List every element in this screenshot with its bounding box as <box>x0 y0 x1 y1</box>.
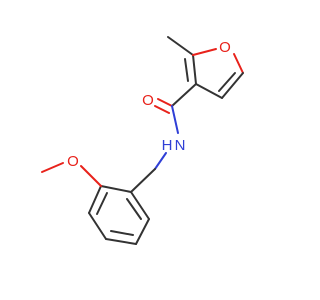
furan-oxygen-label: O <box>219 39 231 56</box>
bond-benzene-2-inner <box>96 192 108 215</box>
bond-furan-c2-o1 <box>192 48 217 56</box>
bond-benzene-1 <box>100 185 132 193</box>
bond-furan-c2-c3 <box>192 54 197 85</box>
bond-benzene-5 <box>135 218 150 245</box>
bond-carbonyl-carbon-nitrogen <box>171 105 179 134</box>
bond-furan-o1-c5 <box>233 53 244 74</box>
bond-furan-c5-c4 <box>221 72 244 99</box>
bond-carbonyl-double-2 <box>154 105 170 114</box>
carbonyl-oxygen-label: O <box>142 92 154 109</box>
bond-furan-c2-c3-inner <box>184 58 189 82</box>
amide-nitrogen-label: N <box>175 137 186 154</box>
bond-benzene-4 <box>105 238 137 245</box>
bond-benzene-3 <box>88 212 107 240</box>
bond-benzene-4-inner <box>110 230 134 236</box>
bond-benzene-6 <box>130 191 150 220</box>
bond-furan-c5-c4-inner <box>218 72 236 92</box>
bond-benzene-6-inner <box>126 198 142 220</box>
bond-benzene-methoxy-oxygen <box>80 165 102 187</box>
bond-c3-carbonyl-carbon <box>171 83 197 107</box>
bond-furan-c4-c3 <box>195 83 223 99</box>
bond-nitrogen-ch2 <box>154 152 167 170</box>
bond-methoxy-oxygen-methyl <box>41 162 64 173</box>
bond-ch2-benzene <box>130 168 156 193</box>
molecule-structure-diagram: O O N H O <box>41 36 244 245</box>
bond-benzene-2 <box>88 185 102 214</box>
methoxy-oxygen-label: O <box>67 153 79 170</box>
amide-hydrogen-label: H <box>162 137 173 154</box>
bond-carbonyl-double-1 <box>157 98 173 107</box>
bond-methyl-furan-c2 <box>167 36 194 56</box>
